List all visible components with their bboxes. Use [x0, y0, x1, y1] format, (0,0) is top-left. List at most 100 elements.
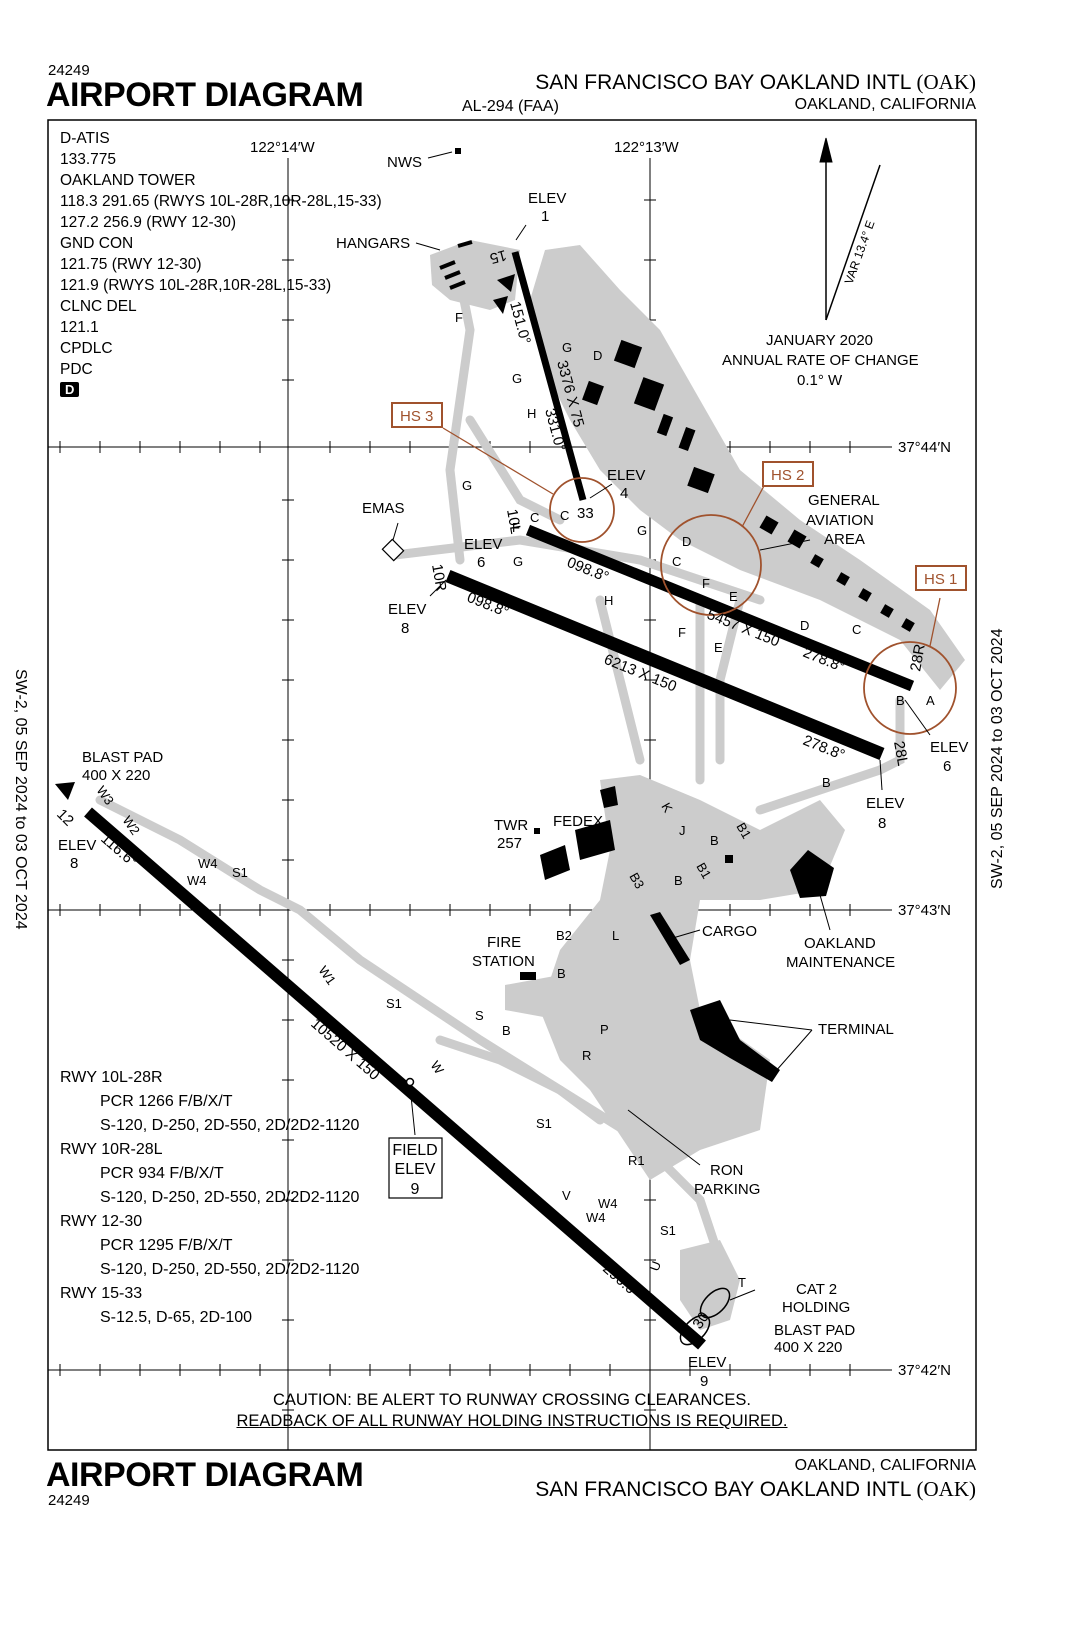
taxiway-p — [595, 595, 645, 765]
twy-B2: B1 — [693, 860, 714, 881]
caution-line-1: CAUTION: BE ALERT TO RUNWAY CROSSING CLE… — [272, 1391, 751, 1409]
rwy-data-name: RWY 15-33 — [60, 1285, 143, 1302]
mag-variation: VAR 13.4° E — [842, 219, 878, 286]
freq-line: GND CON — [60, 235, 134, 252]
elev-6-value: 6 — [477, 554, 485, 571]
lon-label-1: 122°14′W — [250, 139, 316, 156]
field-elev-leader — [409, 1085, 416, 1136]
twy-W5: W1 — [316, 963, 339, 988]
twy-K-1: G — [462, 478, 472, 493]
emas-label: EMAS — [362, 500, 405, 517]
twy-G-2: E — [729, 589, 738, 604]
mag-note-1: JANUARY 2020 — [766, 332, 873, 349]
freq-line: CLNC DEL — [60, 298, 137, 315]
field-elev-label: ELEV — [395, 1161, 436, 1178]
freq-line: PDC — [60, 361, 93, 378]
twy-X-3: W4 — [586, 1210, 606, 1225]
twy-B-4: B — [674, 873, 683, 888]
taxiway-g — [715, 595, 745, 765]
cat2-label-2: HOLDING — [782, 1299, 850, 1316]
city-state-header: OAKLAND, CALIFORNIA — [794, 96, 976, 113]
twy-X-2: W4 — [198, 856, 218, 871]
freq-line: 121.75 (RWY 12-30) — [60, 256, 202, 273]
elev-8-28L-label: ELEV — [866, 795, 904, 812]
tower-building — [534, 828, 540, 834]
rwy-data-strength: S-120, D-250, 2D-550, 2D/2D2-1120 — [100, 1189, 360, 1206]
procedure-number: AL-294 (FAA) — [462, 98, 559, 115]
hs1-circle — [863, 641, 957, 735]
nws-label: NWS — [387, 154, 422, 171]
taxiway-b — [755, 765, 885, 815]
runway-data-block: RWY 10L-28R PCR 1266 F/B/X/T S-120, D-25… — [60, 1066, 359, 1330]
runway-15-arrow — [497, 274, 515, 292]
footer-airport-ident: (OAK) — [916, 1477, 976, 1501]
elev-1-label: ELEV — [528, 190, 566, 207]
elev-8-28L-value: 8 — [878, 815, 886, 832]
twy-B3: B3 — [626, 870, 647, 891]
footer-airport-name-text: SAN FRANCISCO BAY OAKLAND INTL — [535, 1478, 911, 1501]
central-apron — [540, 775, 845, 1180]
ron-label-2: PARKING — [694, 1181, 760, 1198]
blast-pad-30-dims: 400 X 220 — [774, 1339, 842, 1356]
rwy-10R-number: 10R — [428, 563, 450, 593]
field-label: FIELD — [392, 1142, 437, 1159]
ga-line3: AREA — [824, 531, 865, 548]
nws-building — [455, 148, 461, 154]
hangar-area — [430, 240, 520, 310]
rwy-data-name: RWY 12-30 — [60, 1213, 143, 1230]
twy-C-2: C — [672, 554, 681, 569]
taxiway-a — [875, 695, 905, 775]
twr-elev: 257 — [497, 835, 522, 852]
twy-S: L — [612, 928, 619, 943]
twy-C-4: C — [560, 508, 569, 523]
hs2-box — [762, 461, 814, 487]
taxiway-l — [465, 415, 565, 525]
building — [613, 339, 643, 369]
twy-W-3: S1 — [660, 1223, 676, 1238]
frequency-list: D-ATIS 133.775 OAKLAND TOWER 118.3 291.6… — [60, 128, 382, 399]
map-frame — [47, 119, 977, 1451]
north-arrow — [819, 137, 881, 321]
twy-K-2: G — [512, 371, 522, 386]
twy-B-1: B — [557, 966, 566, 981]
lat-label-2: 37°43′N — [898, 902, 951, 919]
rwy-data-name: RWY 10R-28L — [60, 1141, 163, 1158]
side-label-left: SW-2, 05 SEP 2024 to 03 OCT 2024 — [12, 669, 29, 930]
hs2-label: HS 2 — [771, 467, 804, 484]
elev-8-value: 8 — [401, 620, 409, 637]
hot-spot-boxes — [391, 402, 967, 591]
hs3-box — [391, 402, 443, 428]
twy-B1: B1 — [733, 820, 754, 841]
runways — [84, 251, 915, 1350]
twy-W-4: S1 — [232, 865, 248, 880]
freq-line: 118.3 291.65 (RWYS 10L-28R,10R-28L,15-33… — [60, 193, 382, 210]
twy-W4: W — [428, 1058, 448, 1077]
cat2-label-1: CAT 2 — [796, 1281, 837, 1298]
grid-ticks — [59, 199, 851, 1411]
ga-line2: AVIATION — [806, 512, 874, 529]
airport-name: SAN FRANCISCO BAY OAKLAND INTL — [535, 71, 911, 94]
rwy-data-pcr: PCR 934 F/B/X/T — [100, 1165, 224, 1182]
twy-W2: U — [647, 1259, 664, 1273]
twy-U: R1 — [628, 1153, 645, 1168]
rwy-data-pcr: PCR 1295 F/B/X/T — [100, 1237, 233, 1254]
taxiway-k — [445, 275, 475, 565]
mag-note-2: ANNUAL RATE OF CHANGE — [722, 352, 919, 369]
hs3-label: HS 3 — [400, 408, 433, 425]
twy-D-1: D — [682, 534, 691, 549]
fedex-building-1 — [540, 845, 570, 880]
airport-name-header: SAN FRANCISCO BAY OAKLAND INTL (OAK) — [535, 70, 976, 95]
field-elev-value: 9 — [411, 1181, 420, 1198]
emas-box — [381, 538, 405, 562]
twy-B-3: B — [710, 833, 719, 848]
footer-volume-code: 24249 — [48, 1492, 90, 1509]
hs1-label: HS 1 — [924, 571, 957, 588]
blast-pad-30-label: BLAST PAD — [774, 1322, 855, 1339]
twy-S1: P — [600, 1022, 609, 1037]
rwy-15-number: 15 — [488, 246, 509, 267]
freq-line: 121.1 — [60, 319, 99, 336]
runway-10L-28R — [525, 524, 915, 692]
field-elevation-point — [405, 1077, 415, 1087]
rwy-30-number: 30 — [689, 1309, 712, 1332]
